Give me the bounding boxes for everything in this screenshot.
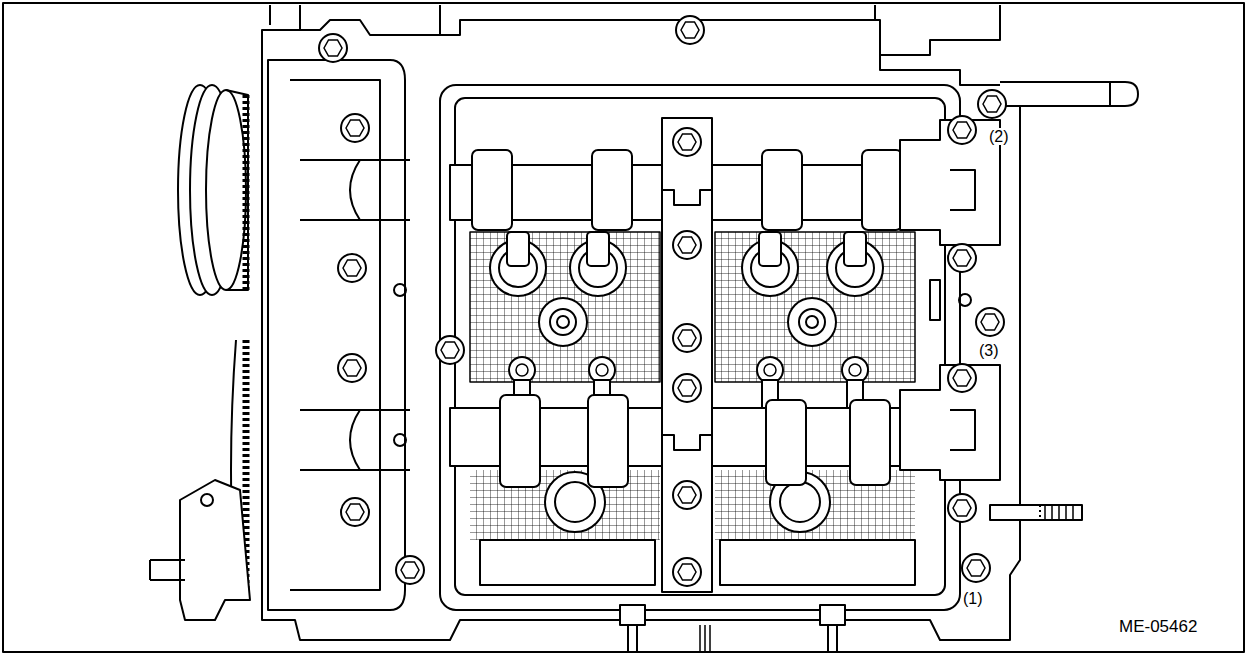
figure-code: ME-05462 — [1118, 617, 1198, 636]
callout-number: (2) — [988, 128, 1010, 145]
callout-label: (3) — [978, 342, 1000, 360]
callout-number: (1) — [962, 590, 984, 607]
callout-label: (2) — [988, 128, 1010, 146]
callout-number: (3) — [978, 342, 1000, 359]
callout-label: (1) — [962, 590, 984, 608]
callout-label: ME-05462 — [1118, 618, 1198, 637]
